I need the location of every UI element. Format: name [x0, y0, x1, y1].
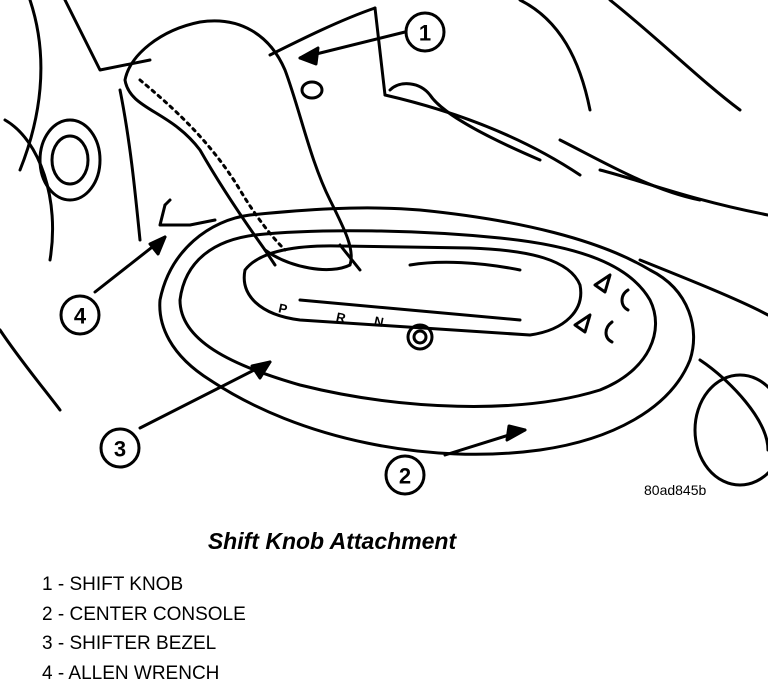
legend-list: 1 - SHIFT KNOB 2 - CENTER CONSOLE 3 - SH… — [42, 570, 246, 688]
legend-number: 4 — [42, 662, 53, 684]
legend-label: CENTER CONSOLE — [69, 603, 246, 625]
legend-label: SHIFT KNOB — [69, 574, 184, 595]
legend-number: 3 — [42, 633, 53, 654]
shifter-bezel — [178, 229, 658, 408]
callout-2: 2 — [399, 464, 411, 489]
legend-number: 2 — [42, 603, 53, 625]
legend-item: 2 - CENTER CONSOLE — [42, 603, 246, 625]
legend-item: 1 - SHIFT KNOB — [42, 574, 184, 595]
callout-circles — [59, 11, 446, 496]
legend-label: ALLEN WRENCH — [68, 662, 220, 684]
gear-mark-n: N — [373, 313, 385, 330]
legend-item: 3 - SHIFTER BEZEL — [42, 633, 217, 654]
gear-mark-r: R — [335, 309, 348, 326]
air-vent — [38, 118, 102, 202]
center-console — [158, 206, 696, 456]
figure-caption: Shift Knob Attachment — [207, 528, 457, 554]
figure-id: 80ad845b — [644, 482, 707, 498]
dashboard-panel — [0, 0, 152, 412]
legend-label: SHIFTER BEZEL — [69, 633, 217, 654]
callout-4: 4 — [74, 304, 87, 329]
callout-1: 1 — [419, 21, 431, 46]
legend-item: 4 - ALLEN WRENCH — [42, 662, 220, 684]
legend-number: 1 — [42, 574, 53, 595]
gear-mark-p: P — [277, 300, 289, 317]
allen-wrench — [158, 198, 217, 227]
callout-3: 3 — [114, 437, 126, 462]
console-housing — [268, 0, 768, 487]
shift-knob — [123, 19, 362, 272]
leader-arrows — [93, 30, 527, 457]
shift-knob-diagram: 1 2 3 4 P R N D — [0, 0, 768, 496]
